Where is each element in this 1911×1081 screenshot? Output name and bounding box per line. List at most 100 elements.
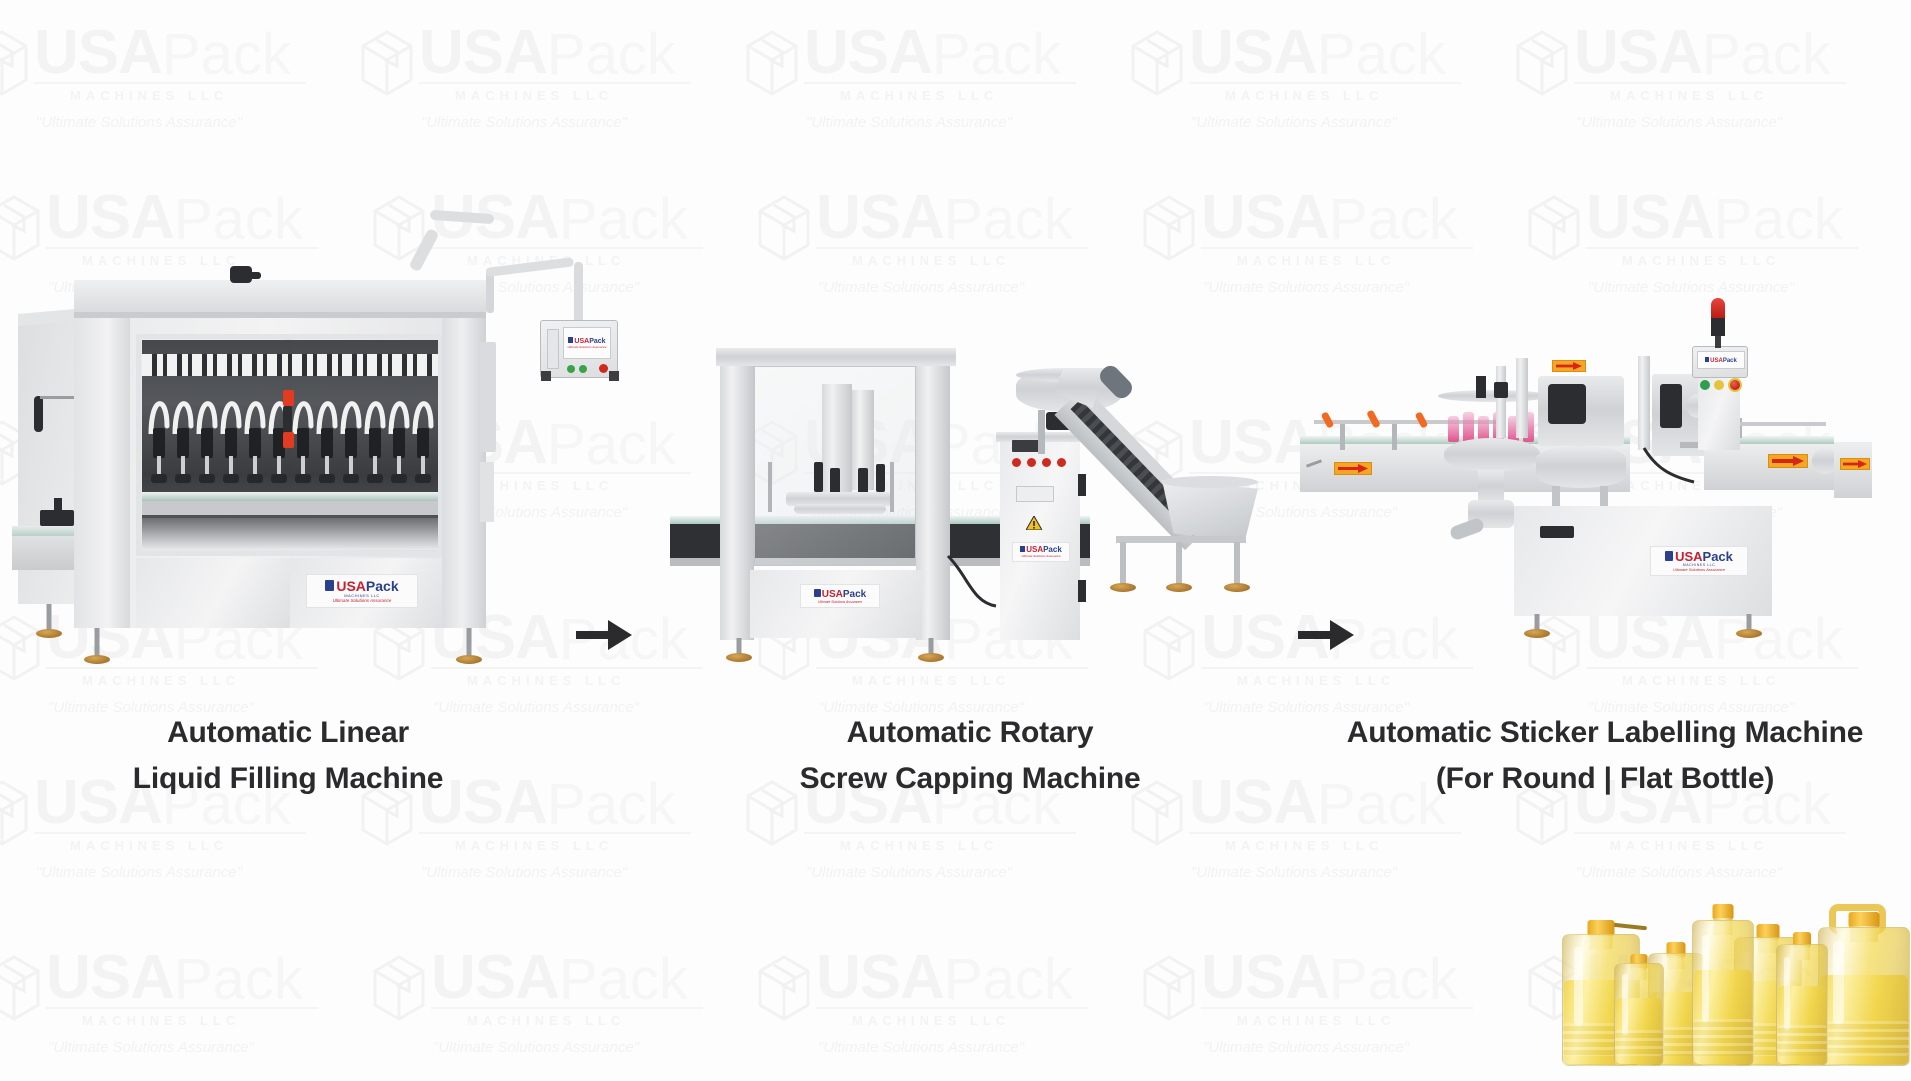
filler-lever-rod [40, 396, 74, 399]
power-cable [946, 554, 997, 608]
nozzle-tip [175, 474, 191, 483]
filler-foot-mid [84, 628, 110, 664]
capper-foot-right [918, 638, 944, 662]
oil-bottle-jerrycan-with-handle [1818, 904, 1910, 1066]
bottle-highlight [1833, 941, 1844, 1024]
box-cube-icon [1143, 955, 1195, 1021]
logo-tag: Ultimate Solutions Assurance [567, 345, 607, 349]
capper-chuck-2 [830, 468, 840, 494]
caption-line-2: Screw Capping Machine [799, 762, 1141, 795]
door-handle-red-bottom[interactable] [283, 432, 294, 448]
box-cube-icon [1528, 195, 1580, 261]
nozzle-tip [343, 474, 359, 483]
filling-nozzle [220, 378, 242, 498]
plate-sub: MACHINES LLC [344, 593, 380, 598]
arrow-right-icon [1556, 362, 1582, 370]
nozzle-cylinder [345, 428, 357, 458]
flow-arrow-1 [574, 614, 634, 661]
nozzle-tip [415, 474, 431, 483]
filler-lower-panel-left [136, 558, 290, 628]
nozzle-cylinder [225, 428, 237, 458]
logo-usa: USA [1710, 357, 1723, 364]
arrow-right-icon [1338, 464, 1368, 473]
label-reel-2 [1660, 384, 1682, 428]
button-start-green[interactable] [567, 365, 575, 373]
logo-pack: Pack [589, 338, 606, 345]
button-jog-green[interactable] [579, 365, 587, 373]
labeller-cabinet-handle[interactable] [1540, 526, 1574, 538]
door-handle-red-top[interactable] [283, 390, 294, 406]
plate-usa: USA [1675, 549, 1703, 564]
labeller-button-yellow[interactable] [1714, 380, 1724, 390]
capper-button-2[interactable] [1027, 458, 1036, 467]
capper-button-1[interactable] [1012, 458, 1021, 467]
labeller-outfeed-surface [1704, 436, 1834, 444]
nozzle-tip [391, 474, 407, 483]
filler-infeed-guide [40, 510, 74, 526]
labeller-button-green[interactable] [1700, 380, 1710, 390]
filler-top-motor [230, 266, 252, 283]
filler-door-lever[interactable] [34, 396, 43, 432]
plate-pack: Pack [1043, 545, 1062, 554]
plate-usa: USA [1026, 545, 1044, 554]
cap-feeder-leg-1 [1038, 410, 1045, 454]
nozzle-hose [196, 401, 218, 434]
door-handle-grip[interactable] [283, 406, 292, 432]
control-display[interactable] [1012, 440, 1040, 452]
bottle-cap [1712, 904, 1734, 920]
nozzle-hose [148, 401, 170, 434]
nozzle-rod [325, 456, 329, 478]
caption-line-2: (For Round | Flat Bottle) [1435, 762, 1775, 795]
capper-foot-left [726, 638, 752, 662]
hmi-mount-right [609, 371, 619, 381]
caption-line-2: Liquid Filling Machine [132, 762, 444, 795]
nozzle-tip [295, 474, 311, 483]
capper-button-4[interactable] [1057, 458, 1066, 467]
conveyor-bottle [1463, 412, 1474, 442]
plate-pack: Pack [842, 588, 867, 600]
plate-sub: MACHINES LLC [1682, 563, 1716, 567]
tower-light [1708, 298, 1728, 348]
capper-guide-rod-1 [768, 462, 772, 512]
nozzle-cylinder [393, 428, 405, 458]
caption-sticker-labeller: Automatic Sticker Labelling Machine (For… [1300, 710, 1910, 802]
oil-bottle-slim-pet-bottle [1776, 926, 1828, 1066]
elevator-foot-1 [1110, 580, 1136, 592]
oil-bottle-tall-pet-bottle [1692, 898, 1754, 1066]
warning-triangle-icon [1026, 516, 1042, 530]
control-hinge-top [1078, 474, 1086, 496]
cap-hopper-rim [1162, 476, 1258, 488]
nozzle-tip [151, 474, 167, 483]
filling-nozzle [412, 378, 434, 498]
bottle-cap [1848, 912, 1880, 928]
labeller-foot-left [1524, 614, 1550, 638]
emergency-stop-button[interactable] [1728, 378, 1742, 392]
elevator-foot-3 [1224, 580, 1250, 592]
tower-light-red [1711, 298, 1725, 318]
bottle-highlight [1784, 957, 1790, 1030]
box-cube-icon [1131, 30, 1183, 96]
exit-direction-arrow [1840, 458, 1870, 470]
capper-button-3[interactable] [1042, 458, 1051, 467]
box-cube-icon [361, 30, 413, 96]
bottle-ribs [1819, 1021, 1909, 1056]
nozzle-tip [271, 474, 287, 483]
bottle-highlight [1574, 947, 1583, 1026]
capper-chuck-3 [858, 468, 868, 494]
labeller-turntable [1444, 438, 1540, 472]
filling-nozzle [196, 378, 218, 498]
nozzle-rod [205, 456, 209, 478]
button-stop-red[interactable] [599, 364, 608, 373]
hmi-mount-left [541, 371, 551, 381]
box-cube-icon [0, 30, 28, 96]
